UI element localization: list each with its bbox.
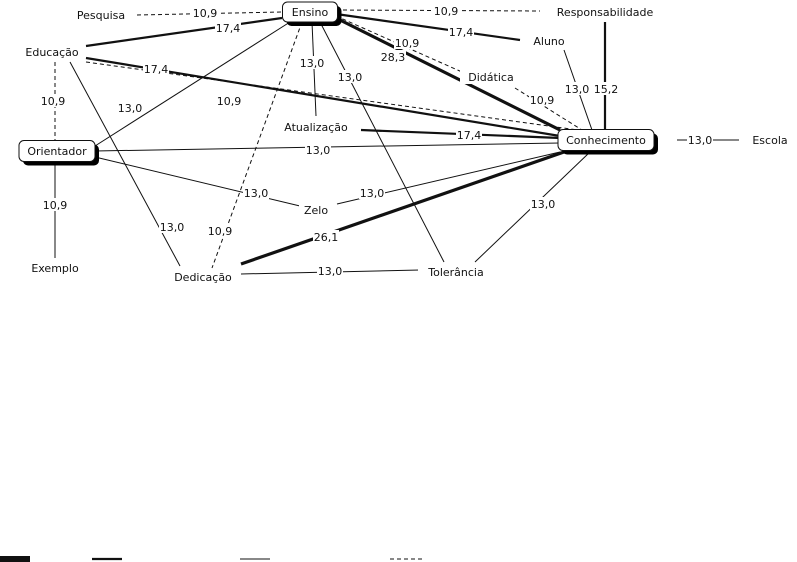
node-label: Zelo <box>304 204 328 217</box>
node-label: Didática <box>468 71 513 84</box>
edge-weight-label: 26,1 <box>314 231 339 244</box>
node-label: Atualização <box>284 121 348 134</box>
node-label: Conhecimento <box>566 134 646 147</box>
node-label: Educação <box>25 46 78 59</box>
node-didatica: Didática <box>460 69 522 84</box>
node-label: Aluno <box>533 35 565 48</box>
edge-weight-label: 10,9 <box>395 37 420 50</box>
edge-weight-label: 13,0 <box>118 102 143 115</box>
edge-weight-label: 10,9 <box>43 199 68 212</box>
edge-weight-label: 13,0 <box>565 83 590 96</box>
edge-weight-label: 10,9 <box>434 5 459 18</box>
node-label: Pesquisa <box>77 9 125 22</box>
edge-weight-label: 10,9 <box>193 7 218 20</box>
edge-weight-label: 17,4 <box>216 22 241 35</box>
node-label: Dedicação <box>174 271 232 284</box>
node-responsabilidade: Responsabilidade <box>546 4 664 19</box>
node-educacao: Educação <box>21 44 83 59</box>
node-label: Tolerância <box>427 266 483 279</box>
edge-educacao-ensino <box>86 18 282 46</box>
node-label: Orientador <box>27 145 87 158</box>
edge-weight-label: 13,0 <box>318 265 343 278</box>
node-pesquisa: Pesquisa <box>70 7 132 22</box>
edge-weight-label: 15,2 <box>594 83 619 96</box>
edge-weight-label: 17,4 <box>449 26 474 39</box>
node-escola: Escola <box>746 132 794 147</box>
edge-weight-label: 13,0 <box>338 71 363 84</box>
node-label: Ensino <box>292 6 329 19</box>
node-dedicacao: Dedicação <box>169 269 238 284</box>
node-label: Responsabilidade <box>557 6 654 19</box>
edge-weight-label: 17,4 <box>144 63 169 76</box>
edge-weight-label: 10,9 <box>208 225 233 238</box>
edge-ensino-aluno <box>336 14 520 40</box>
edge-weight-label: 13,0 <box>688 134 713 147</box>
node-aluno: Aluno <box>529 33 570 48</box>
line-style-legend <box>0 540 797 562</box>
node-ensino: Ensino <box>283 2 342 26</box>
edge-weight-label: 10,9 <box>530 94 555 107</box>
edge-weight-label: 13,0 <box>306 144 331 157</box>
node-atualizacao: Atualização <box>275 119 358 134</box>
node-zelo: Zelo <box>299 202 333 217</box>
edge-weight-label: 28,3 <box>381 51 406 64</box>
node-orientador: Orientador <box>19 141 99 166</box>
edge-orientador-zelo <box>95 157 300 206</box>
edge-weight-label: 13,0 <box>360 187 385 200</box>
edge-weight-label: 10,9 <box>41 95 66 108</box>
node-exemplo: Exemplo <box>28 260 83 275</box>
node-label: Exemplo <box>31 262 79 275</box>
node-label: Escola <box>752 134 787 147</box>
node-tolerancia: Tolerância <box>418 264 494 279</box>
edge-weight-label: 10,9 <box>217 95 242 108</box>
node-conhecimento: Conhecimento <box>558 130 658 155</box>
edge-weight-label: 13,0 <box>300 57 325 70</box>
edge-weight-label: 13,0 <box>531 198 556 211</box>
edge-dedicacao-conhecimento <box>241 152 564 264</box>
edge-weight-label: 13,0 <box>244 187 269 200</box>
word-association-graph: 10,910,917,417,410,928,313,013,013,010,9… <box>0 0 797 300</box>
edge-weight-label: 13,0 <box>160 221 185 234</box>
edge-weight-label: 17,4 <box>457 129 482 142</box>
